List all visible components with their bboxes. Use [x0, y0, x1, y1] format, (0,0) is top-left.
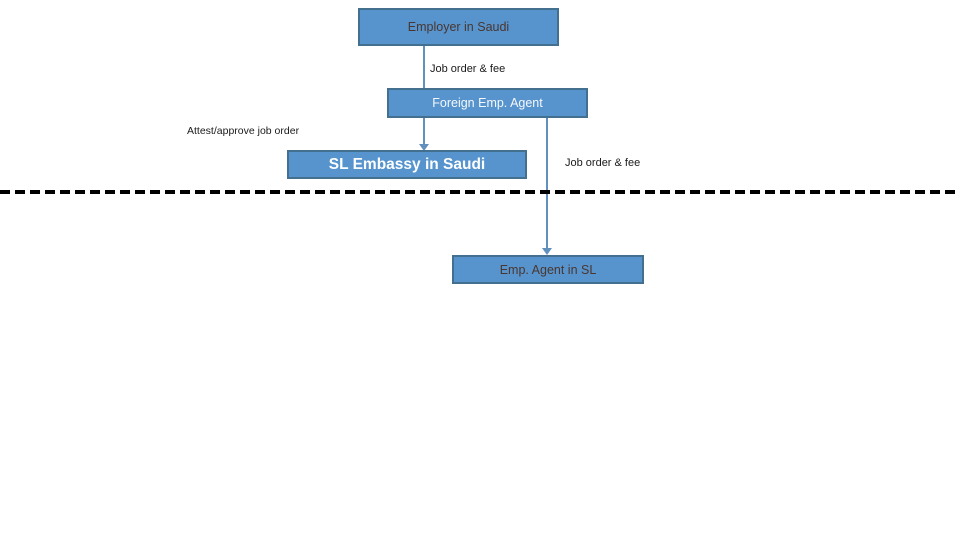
country-border-dashed-divider	[0, 190, 958, 194]
connector-foreign-agent-to-embassy	[423, 118, 425, 146]
edge-label-attest-approve: Attest/approve job order	[187, 125, 300, 137]
flow-box-emp-agent-sl: Emp. Agent in SL	[452, 255, 644, 284]
edge-label-job-order-fee-right: Job order & fee	[565, 157, 641, 169]
flow-box-sl-embassy-saudi: SL Embassy in Saudi	[287, 150, 527, 179]
flow-box-label: Emp. Agent in SL	[499, 262, 597, 277]
arrowhead-down-icon	[419, 144, 429, 151]
connector-foreign-agent-to-emp-agent-sl	[546, 118, 548, 250]
flow-box-foreign-emp-agent: Foreign Emp. Agent	[387, 88, 588, 118]
connector-employer-to-foreign-agent	[423, 46, 425, 88]
arrowhead-down-icon	[542, 248, 552, 255]
flow-box-label: Employer in Saudi	[407, 20, 510, 34]
flow-box-label: Foreign Emp. Agent	[432, 96, 543, 110]
edge-label-job-order-fee-top: Job order & fee	[430, 63, 506, 75]
flow-box-employer-saudi: Employer in Saudi	[358, 8, 559, 46]
flow-box-label: SL Embassy in Saudi	[328, 155, 486, 173]
